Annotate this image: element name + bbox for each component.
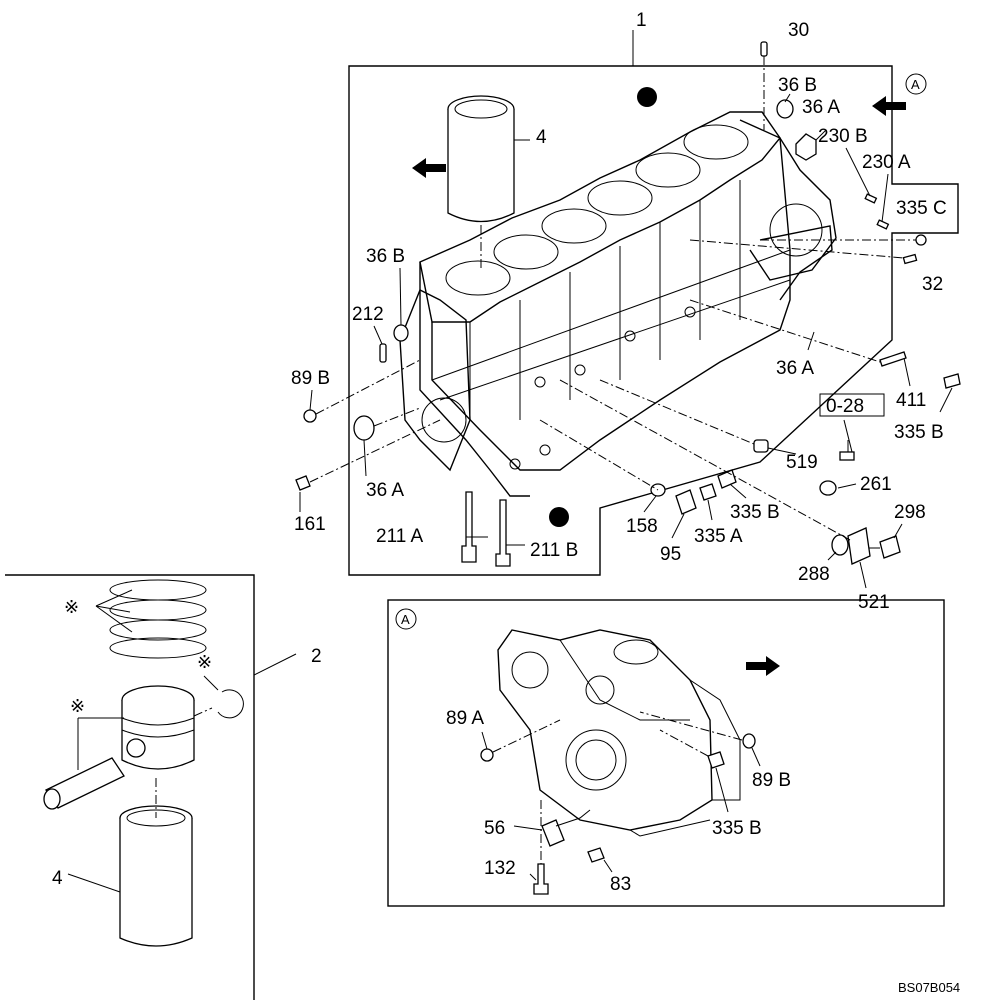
label-521: 521 — [858, 592, 890, 613]
label-261: 261 — [860, 474, 892, 495]
piston-assembly-frame — [5, 574, 297, 1000]
label-158: 158 — [626, 516, 658, 537]
part-labels: 1 2 4 4 30 36 B 36 A 230 B 230 A 335 C 3… — [52, 10, 947, 895]
label-36a-right: 36 A — [776, 358, 814, 379]
label-335b-right: 335 B — [894, 422, 944, 443]
front-arrow-icon — [412, 158, 446, 178]
leader-lines — [299, 93, 953, 881]
label-288: 288 — [798, 564, 830, 585]
label-132: 132 — [484, 858, 516, 879]
label-89a: 89 A — [446, 708, 484, 729]
marker-dot-top — [637, 87, 657, 107]
label-36a-top: 36 A — [802, 97, 840, 118]
svg-text:A: A — [911, 77, 920, 92]
label-335c: 335 C — [896, 198, 947, 219]
label-89b-left: 89 B — [291, 368, 330, 389]
label-36b-left: 36 B — [366, 246, 405, 267]
view-marker-top: A — [905, 73, 927, 95]
label-335b-inset: 335 B — [712, 818, 762, 839]
cylinder-liner-top — [447, 95, 530, 270]
label-95: 95 — [660, 544, 681, 565]
upper-right-parts — [689, 41, 927, 265]
label-161: 161 — [294, 514, 326, 535]
inset-view-a — [387, 599, 945, 907]
label-56: 56 — [484, 818, 505, 839]
label-211a: 211 A — [376, 526, 424, 547]
label-519: 519 — [786, 452, 818, 473]
label-411: 411 — [896, 390, 926, 411]
marker-dot-bottom — [549, 507, 569, 527]
label-30: 30 — [788, 20, 809, 41]
label-212: 212 — [352, 304, 384, 325]
label-4-top: 4 — [536, 127, 547, 148]
part-code-box-text: 0-28 — [826, 396, 864, 417]
main-bearing-bolts — [461, 491, 525, 567]
reference-symbol-piston: ※ — [70, 696, 85, 717]
label-36b-top: 36 B — [778, 75, 817, 96]
label-230b: 230 B — [818, 126, 868, 147]
inset-arrow-icon — [746, 656, 780, 676]
label-335b-mid: 335 B — [730, 502, 780, 523]
rear-arrow-icon — [872, 96, 906, 116]
main-assembly-frame — [348, 30, 959, 576]
left-side-parts — [295, 324, 441, 491]
mid-right-parts — [539, 299, 961, 565]
label-211b: 211 B — [530, 540, 578, 561]
label-1: 1 — [636, 10, 647, 31]
part-code-box: 0-28 — [819, 393, 885, 453]
reference-symbol-rings: ※ — [64, 597, 79, 618]
cylinder-block — [399, 111, 837, 497]
view-marker-inset: A — [395, 608, 417, 630]
label-89b-inset: 89 B — [752, 770, 791, 791]
label-36a-left: 36 A — [366, 480, 404, 501]
label-2: 2 — [311, 646, 322, 667]
label-83: 83 — [610, 874, 631, 895]
svg-text:A: A — [401, 612, 410, 627]
label-335a: 335 A — [694, 526, 743, 547]
label-298: 298 — [894, 502, 926, 523]
label-32: 32 — [922, 274, 943, 295]
reference-symbol-snap-ring: ※ — [197, 652, 212, 673]
label-230a: 230 A — [862, 152, 911, 173]
drawing-code: BS07B054 — [898, 980, 960, 995]
label-4-bottom: 4 — [52, 868, 63, 889]
